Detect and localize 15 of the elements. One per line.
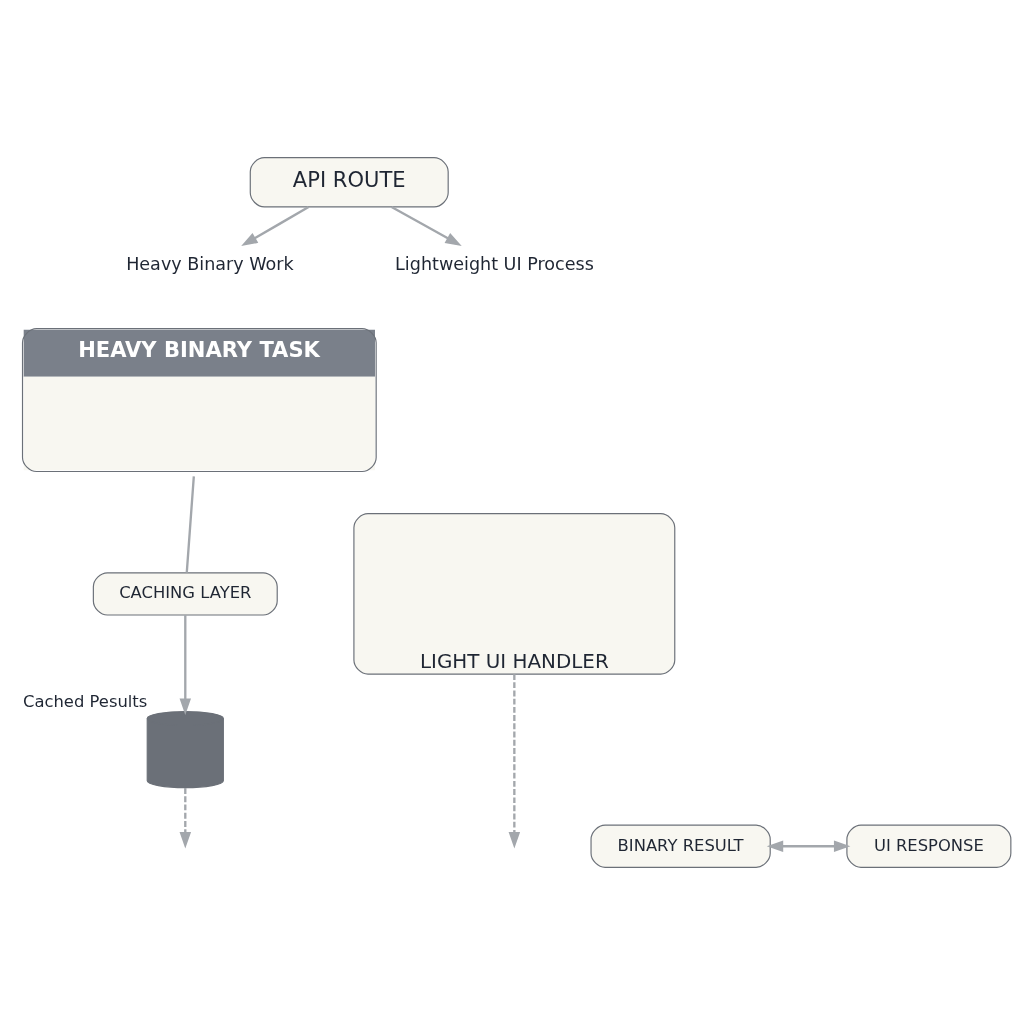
node-box: CACHING LAYER [92,571,278,616]
node-box: LIGHT UI HANDLER [353,512,676,675]
arrow [179,787,192,848]
node-text: Heavy Binary Work [126,253,294,274]
node-text: Lightweight UI Process [395,253,594,274]
node-box: BINARY RESULT [590,824,771,868]
arrow [179,614,192,715]
arrow [391,205,462,246]
node-box: API ROUTE [249,156,449,207]
node-label: Cached Pesults [23,691,148,711]
arrow [241,205,310,246]
node-box: UI RESPONSE [846,824,1012,868]
arrow [766,840,851,852]
connector [185,475,195,573]
arrow [508,673,521,849]
